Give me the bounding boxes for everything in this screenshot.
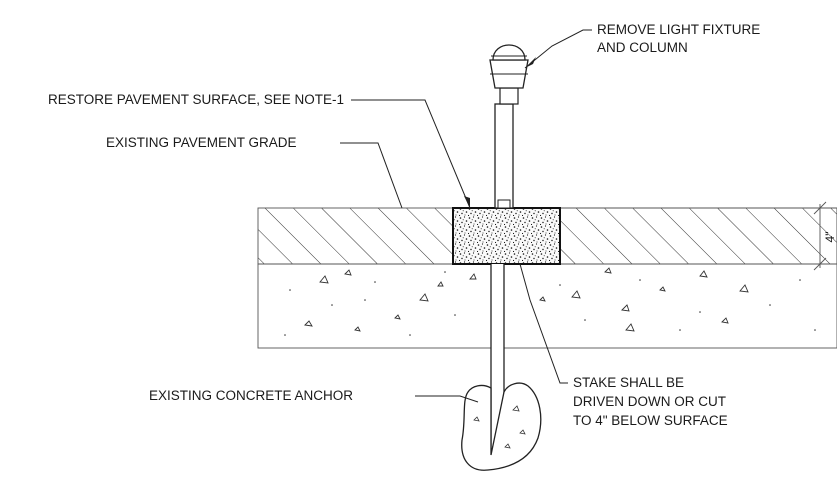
restore-pavement-label: RESTORE PAVEMENT SURFACE, SEE NOTE-1 xyxy=(48,92,344,107)
stake-label-2: DRIVEN DOWN OR CUT xyxy=(573,394,726,409)
light-fixture-column xyxy=(489,44,529,209)
concrete-dots xyxy=(284,271,816,336)
existing-pavement-layer xyxy=(257,207,837,265)
stake-label-3: TO 4" BELOW SURFACE xyxy=(573,413,728,428)
concrete-anchor xyxy=(461,382,542,471)
aggregate-marks xyxy=(304,267,749,332)
depth-dimension: 4" xyxy=(800,201,837,271)
existing-grade-label: EXISTING PAVEMENT GRADE xyxy=(106,135,297,150)
restored-pavement-patch xyxy=(452,207,561,265)
concrete-anchor-label: EXISTING CONCRETE ANCHOR xyxy=(149,388,353,403)
depth-dimension-label: 4" xyxy=(823,232,837,243)
stake-label-1: STAKE SHALL BE xyxy=(573,375,684,390)
concrete-base-layer xyxy=(257,263,837,349)
remove-fixture-label-2: AND COLUMN xyxy=(597,40,688,55)
leader-lines xyxy=(340,29,592,403)
remove-fixture-label-1: REMOVE LIGHT FIXTURE xyxy=(597,22,760,37)
leader-arrowheads xyxy=(464,57,536,208)
